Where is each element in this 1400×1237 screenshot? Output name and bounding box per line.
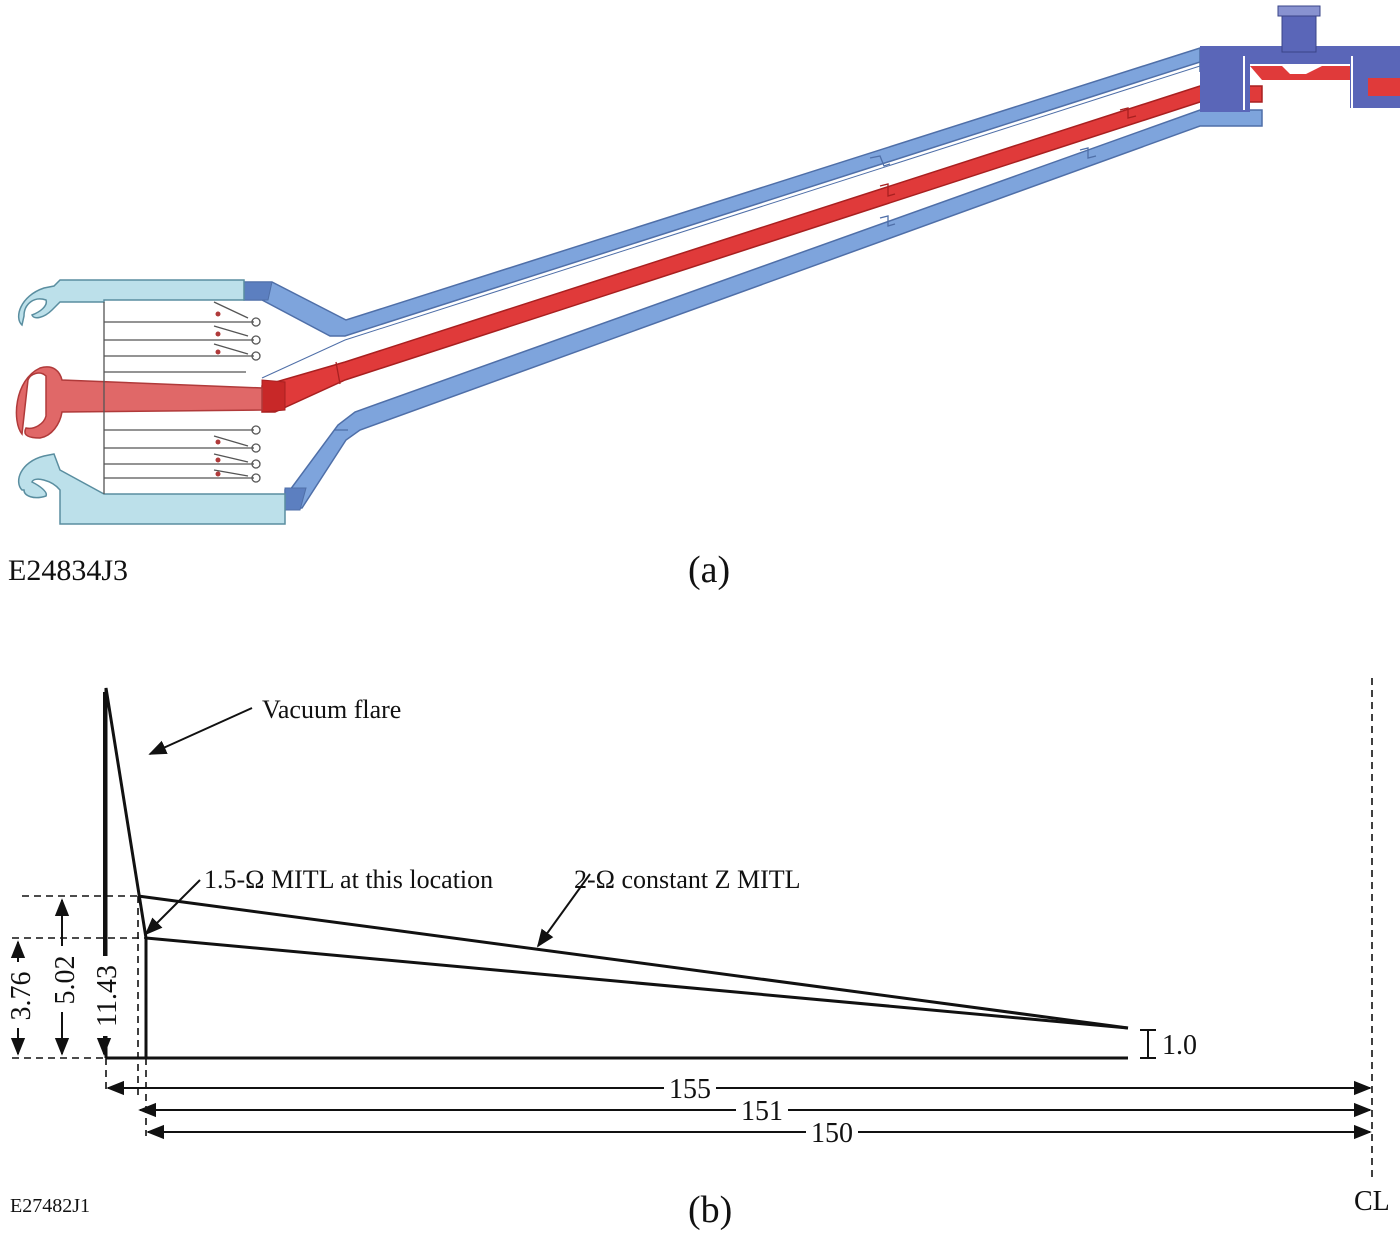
centerline-label: CL [1354, 1186, 1390, 1217]
mitl-15-label: 1.5-Ω MITL at this location [204, 865, 493, 894]
mitl-2-label: 2-Ω constant Z MITL [574, 865, 801, 894]
dim-502-label: 5.02 [50, 956, 81, 1005]
panel-b-drawing [10, 678, 1373, 1178]
center-conductor [261, 85, 1263, 413]
leader-vacuum-flare [148, 707, 253, 755]
panel-a-label: (a) [688, 549, 730, 591]
insulator-stack [15, 279, 286, 525]
panel-a-drawing [15, 5, 1400, 525]
gap-1-0-label: 1.0 [1162, 1030, 1197, 1061]
mitl-lower-edge [145, 936, 1129, 1030]
vacuum-flare-label: Vacuum flare [262, 695, 401, 724]
mitl-upper-edge [137, 894, 1129, 1030]
dim-155-label: 155 [669, 1074, 711, 1105]
lower-outer-conductor [284, 109, 1263, 511]
dim-376-label: 3.76 [6, 972, 37, 1021]
dim-151-label: 151 [741, 1096, 783, 1127]
leader-mitl-15 [144, 879, 201, 936]
central-hub [1200, 5, 1400, 112]
leader-mitl-2 [536, 873, 591, 948]
panel-b-label: (b) [688, 1189, 732, 1231]
panel-b-figure-code: E27482J1 [10, 1195, 90, 1217]
upper-outer-conductor [243, 47, 1263, 337]
dim-150-label: 150 [811, 1118, 853, 1149]
panel-a-figure-code: E24834J3 [8, 554, 128, 587]
dim-1143-label: 11.43 [92, 965, 123, 1027]
gap-bracket [1140, 1029, 1156, 1059]
